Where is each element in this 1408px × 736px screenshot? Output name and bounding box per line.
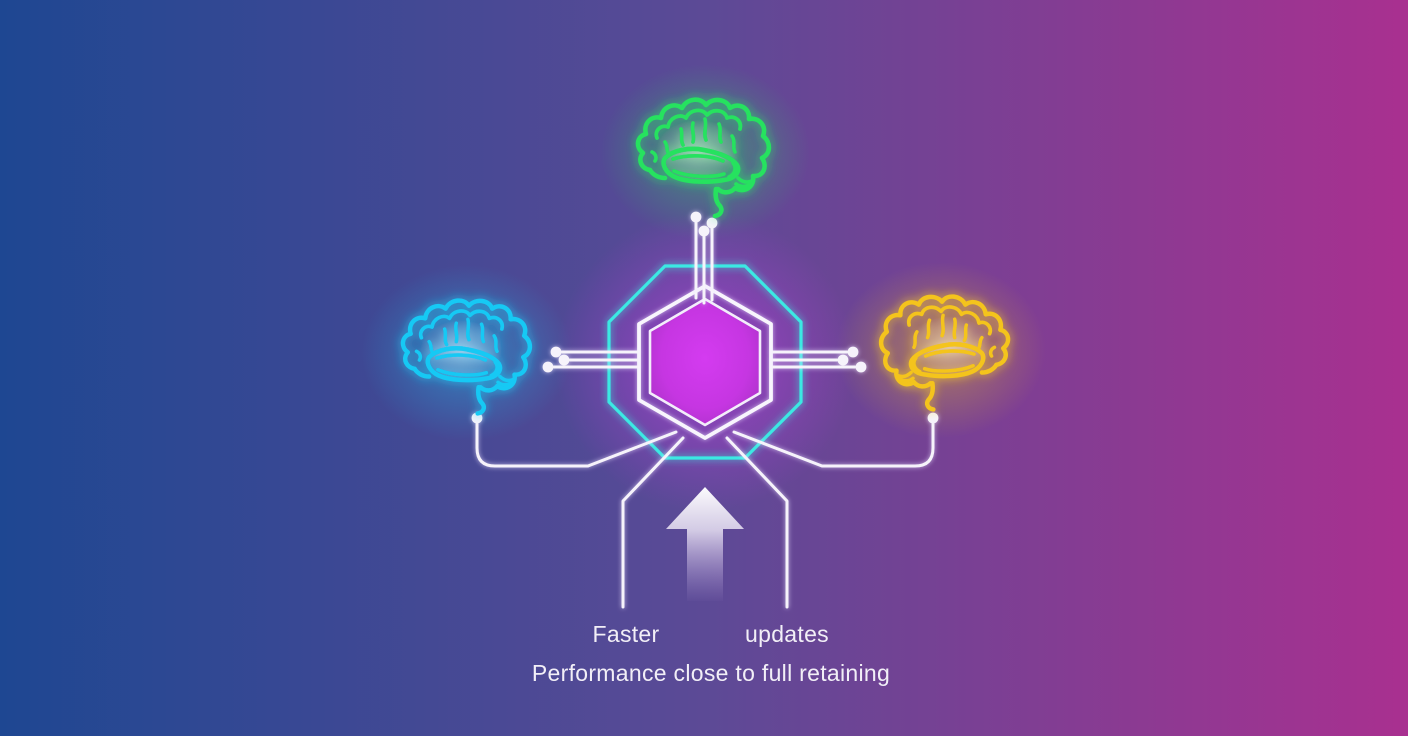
connector-yellow-bottom (732, 422, 935, 468)
caption-line-performance: Performance close to full retaining (532, 660, 890, 686)
hexagon-core (648, 297, 762, 427)
hexagon-outline (637, 284, 773, 440)
pillar-left (621, 436, 685, 609)
caption-word-updates: updates (745, 621, 829, 647)
circuit-dots (471, 211, 939, 424)
connector-blue-bottom (475, 422, 678, 468)
caption-word-faster: Faster (593, 621, 660, 647)
up-arrow-icon (666, 487, 744, 601)
circuit-lines (471, 211, 939, 609)
caption: Faster updates Performance close to full… (532, 621, 890, 686)
pillar-right (725, 436, 789, 609)
